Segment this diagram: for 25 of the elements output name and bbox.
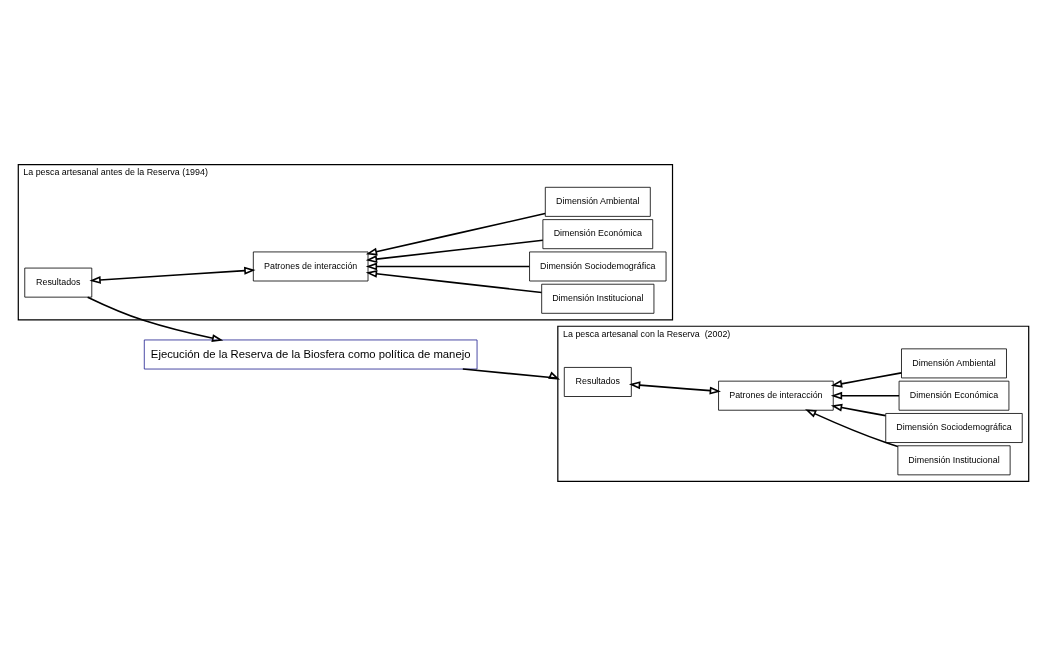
node-box: Dimensión Económica bbox=[542, 219, 654, 250]
arrow bbox=[365, 269, 543, 294]
node-box: Patrones de interacción bbox=[718, 380, 834, 411]
node-box: Dimensión Económica bbox=[898, 380, 1010, 411]
arrow bbox=[830, 391, 900, 400]
arrow bbox=[86, 296, 224, 343]
node-box: Dimensión Institucional bbox=[541, 283, 655, 314]
arrow bbox=[365, 239, 544, 263]
arrow bbox=[805, 409, 899, 448]
node-box: Dimensión Ambiental bbox=[901, 348, 1007, 379]
arrow bbox=[628, 381, 721, 395]
arrow bbox=[830, 403, 887, 417]
arrow bbox=[89, 266, 256, 284]
node-box: Dimensión Sociodemográfica bbox=[529, 251, 667, 282]
arrow bbox=[365, 212, 546, 256]
node-box: Patrones de interacción bbox=[252, 251, 369, 282]
node-box: Dimensión Sociodemográfica bbox=[885, 413, 1023, 443]
node-box: Ejecución de la Reserva de la Biosfera como política de manejo bbox=[143, 339, 478, 370]
arrow bbox=[462, 368, 561, 380]
node-box: Resultados bbox=[24, 267, 93, 298]
node-box: Resultados bbox=[563, 367, 632, 397]
arrow bbox=[365, 262, 531, 271]
node-box: Dimensión Institucional bbox=[897, 445, 1011, 476]
arrow bbox=[830, 372, 903, 388]
node-box: Dimensión Ambiental bbox=[544, 186, 651, 217]
